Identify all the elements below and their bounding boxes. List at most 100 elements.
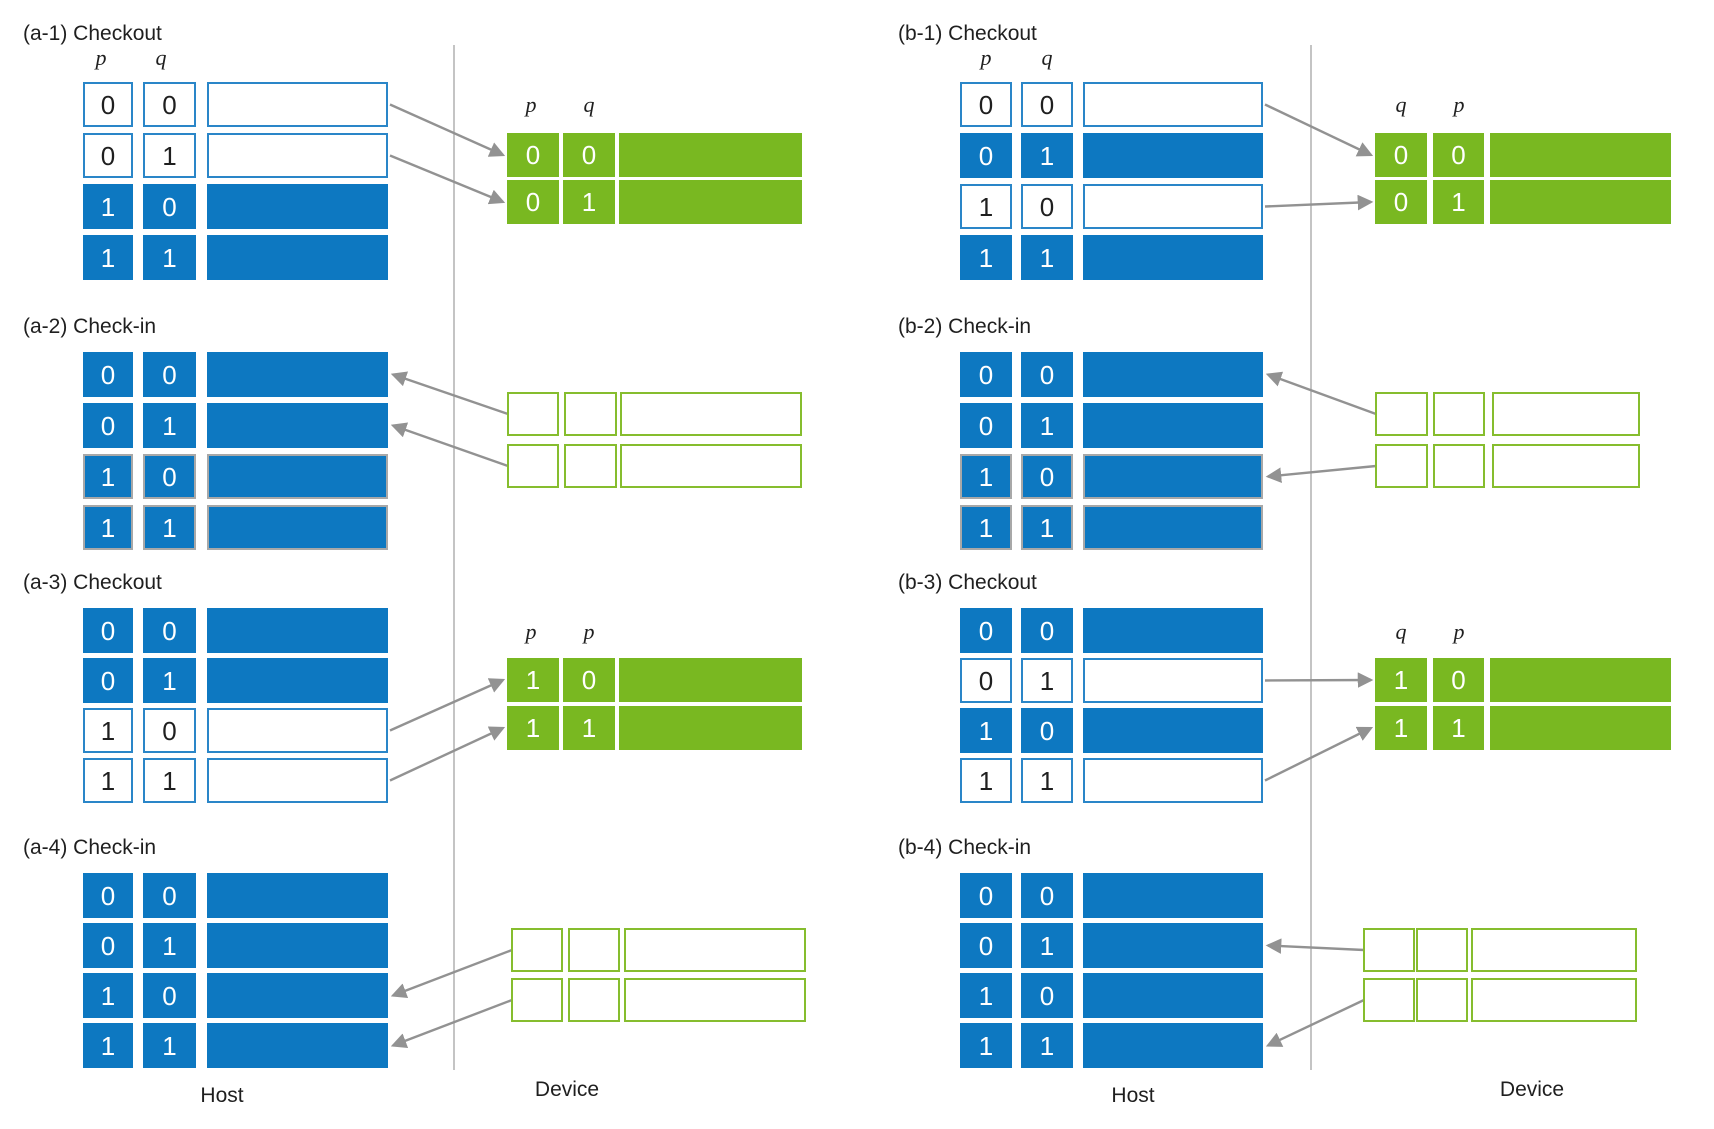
host-data-bar: [1083, 658, 1263, 703]
transfer-arrow-b-2: [1265, 371, 1377, 416]
transfer-arrow-b-1: [1264, 194, 1374, 211]
host-bit-cell: 1: [83, 454, 133, 499]
host-bit-cell: 1: [1021, 505, 1073, 550]
host-bit-cell: 0: [960, 403, 1012, 448]
host-bit-cell: 0: [960, 82, 1012, 127]
host-bit-cell: 1: [960, 184, 1012, 229]
host-bit-cell: 1: [960, 973, 1012, 1018]
host-data-bar: [207, 658, 388, 703]
host-header-a-1-q: q: [155, 45, 167, 70]
host-bit-cell: 1: [143, 1023, 196, 1068]
host-data-bar: [1083, 708, 1263, 753]
host-data-bar: [1083, 235, 1263, 280]
device-empty-bit-cell: [507, 444, 559, 488]
host-bit-cell: 1: [960, 758, 1012, 803]
host-bit-cell: 1: [83, 973, 133, 1018]
host-data-bar: [207, 454, 388, 499]
device-label-left: Device: [534, 1078, 600, 1101]
device-data-bar: [1490, 658, 1671, 702]
host-data-bar: [207, 82, 388, 127]
host-bit-cell: 0: [143, 454, 196, 499]
host-bit-cell: 0: [1021, 82, 1073, 127]
host-data-bar: [207, 133, 388, 178]
transfer-arrow-b-1: [1264, 103, 1374, 157]
panel-title-b-2: (b-2) Check-in: [898, 315, 1032, 338]
host-data-bar: [207, 873, 388, 918]
host-bit-cell: 0: [143, 973, 196, 1018]
host-bit-cell: 0: [960, 873, 1012, 918]
host-bit-cell: 0: [960, 608, 1012, 653]
host-label-right: Host: [1111, 1084, 1155, 1107]
device-data-bar: [619, 658, 802, 702]
host-bit-cell: 1: [1021, 133, 1073, 178]
transfer-arrow-a-2: [390, 422, 509, 468]
device-bit-cell: 1: [1375, 706, 1427, 750]
host-header-b-1-p: p: [980, 45, 992, 70]
host-bit-cell: 1: [960, 454, 1012, 499]
host-data-bar: [1083, 923, 1263, 968]
host-bit-cell: 1: [960, 235, 1012, 280]
host-bit-cell: 0: [143, 608, 196, 653]
host-data-bar: [1083, 403, 1263, 448]
transfer-arrow-a-2: [390, 371, 509, 416]
device-data-bar: [1490, 180, 1671, 224]
host-bit-cell: 0: [1021, 708, 1073, 753]
device-bit-cell: 1: [507, 706, 559, 750]
host-bit-cell: 0: [83, 658, 133, 703]
host-data-bar: [207, 758, 388, 803]
host-data-bar: [1083, 505, 1263, 550]
host-bit-cell: 0: [83, 923, 133, 968]
device-empty-data-bar: [624, 978, 806, 1022]
host-bit-cell: 1: [143, 403, 196, 448]
device-empty-bit-cell: [564, 392, 617, 436]
device-data-bar: [619, 133, 802, 177]
host-bit-cell: 1: [143, 923, 196, 968]
transfer-arrow-b-4: [1265, 938, 1365, 954]
host-data-bar: [1083, 133, 1263, 178]
host-data-bar: [1083, 82, 1263, 127]
device-header-b-3-1: p: [1453, 619, 1465, 644]
device-empty-bit-cell: [507, 392, 559, 436]
device-header-b-1-1: p: [1453, 92, 1465, 117]
host-bit-cell: 1: [83, 708, 133, 753]
host-data-bar: [1083, 608, 1263, 653]
host-bit-cell: 0: [960, 133, 1012, 178]
panel-title-a-3: (a-3) Checkout: [23, 571, 162, 594]
host-label-left: Host: [200, 1084, 244, 1107]
device-bit-cell: 1: [507, 658, 559, 702]
host-bit-cell: 0: [83, 608, 133, 653]
host-data-bar: [207, 235, 388, 280]
host-bit-cell: 1: [1021, 1023, 1073, 1068]
device-header-b-1-0: q: [1395, 92, 1407, 117]
host-bit-cell: 1: [83, 235, 133, 280]
host-bit-cell: 1: [1021, 923, 1073, 968]
device-empty-data-bar: [620, 392, 802, 436]
host-bit-cell: 1: [1021, 403, 1073, 448]
device-empty-bit-cell: [568, 978, 620, 1022]
device-bit-cell: 0: [1375, 133, 1427, 177]
host-bit-cell: 0: [1021, 352, 1073, 397]
panel-title-a-4: (a-4) Check-in: [23, 836, 157, 859]
host-bit-cell: 1: [143, 505, 196, 550]
host-bit-cell: 1: [960, 1023, 1012, 1068]
host-data-bar: [207, 505, 388, 550]
host-data-bar: [207, 708, 388, 753]
device-bit-cell: 1: [1433, 180, 1484, 224]
host-bit-cell: 0: [143, 873, 196, 918]
host-data-bar: [207, 352, 388, 397]
host-data-bar: [207, 184, 388, 229]
host-header-b-1-q: q: [1041, 45, 1053, 70]
device-empty-bit-cell: [1375, 392, 1428, 436]
host-bit-cell: 0: [143, 352, 196, 397]
host-bit-cell: 0: [143, 708, 196, 753]
transfer-arrow-a-4: [390, 948, 513, 999]
host-bit-cell: 1: [960, 708, 1012, 753]
host-data-bar: [207, 1023, 388, 1068]
host-bit-cell: 1: [83, 184, 133, 229]
host-data-bar: [1083, 454, 1263, 499]
device-bit-cell: 0: [1433, 658, 1484, 702]
host-bit-cell: 1: [143, 235, 196, 280]
device-bit-cell: 0: [563, 133, 615, 177]
device-bit-cell: 0: [1433, 133, 1484, 177]
device-bit-cell: 1: [563, 180, 615, 224]
